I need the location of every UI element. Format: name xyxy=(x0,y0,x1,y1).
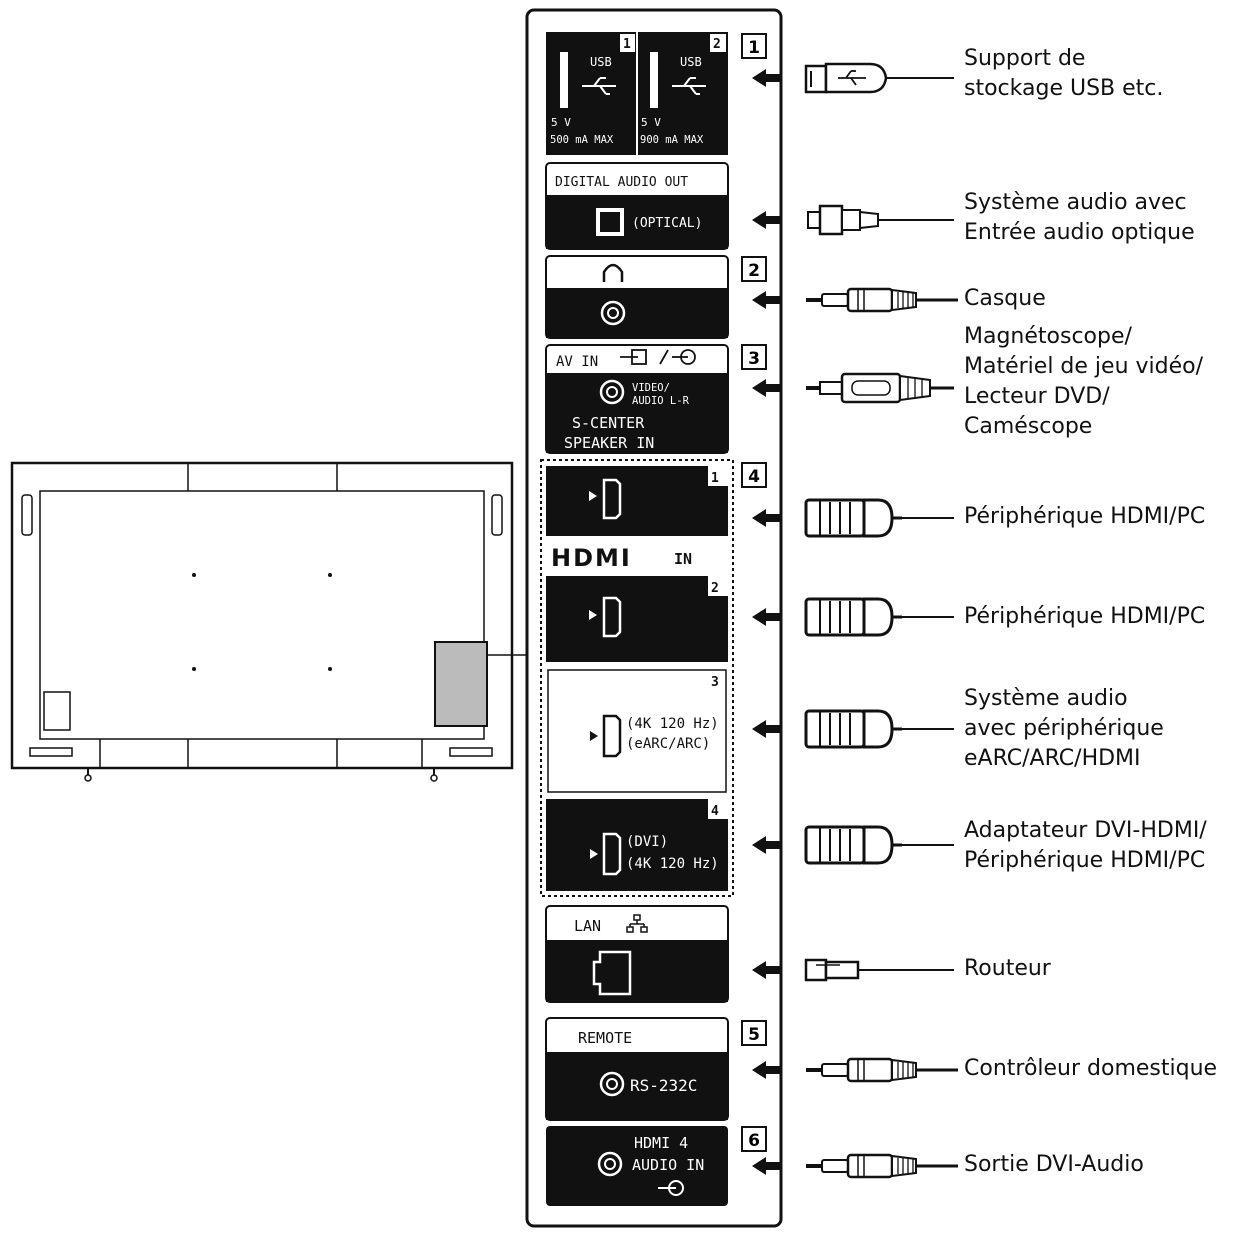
lan-port: LAN xyxy=(545,905,729,1003)
usb-icon xyxy=(582,77,616,95)
hdmi4-cable xyxy=(752,825,954,865)
hdmi1-number: 1 xyxy=(711,471,719,486)
usb2-current: 900 mA MAX xyxy=(640,134,704,146)
label-line: stockage USB etc. xyxy=(964,76,1164,101)
label-line: Magnétoscope/ xyxy=(964,324,1132,349)
callout-5: 5 xyxy=(748,1025,760,1045)
lan-label: LAN xyxy=(574,917,601,935)
hdmi4-number: 4 xyxy=(711,804,719,819)
hdmi4-audio-in-port: HDMI 4 AUDIO IN xyxy=(546,1126,728,1206)
label-line: Adaptateur DVI-HDMI/ xyxy=(964,818,1207,843)
label-line: Périphérique HDMI/PC xyxy=(964,848,1206,873)
headphone-icon xyxy=(602,263,624,282)
label-line: Routeur xyxy=(964,956,1051,981)
label-line: Lecteur DVD/ xyxy=(964,384,1110,409)
remote-label: REMOTE xyxy=(578,1029,632,1047)
hdmi2-cable xyxy=(752,597,954,637)
hdmi3-port: 3 (4K 120 Hz) (eARC/ARC) xyxy=(547,669,727,793)
speaker-in-label: SPEAKER IN xyxy=(564,434,654,452)
network-icon xyxy=(626,914,648,933)
callout-3: 3 xyxy=(748,349,760,369)
hdmi4-audio-label: HDMI 4 xyxy=(634,1134,688,1152)
digital-audio-out-port: DIGITAL AUDIO OUT (OPTICAL) xyxy=(545,162,729,250)
label-line: Contrôleur domestique xyxy=(964,1056,1218,1081)
usb2-number: 2 xyxy=(713,37,721,52)
callout-numbers: 1 2 3 4 5 6 xyxy=(741,33,767,1152)
usb1-current: 500 mA MAX xyxy=(550,134,614,146)
hdmi4-dvi-label: (DVI) xyxy=(626,834,668,850)
label-dvi-audio-out: Sortie DVI-Audio xyxy=(964,1150,1144,1180)
hdmi4-4k-label: (4K 120 Hz) xyxy=(626,856,719,872)
rs232c-cable xyxy=(752,1057,960,1083)
hdmi-logo-text: HDMI xyxy=(551,544,632,572)
label-line: Caméscope xyxy=(964,414,1093,439)
hdmi2-port: 2 xyxy=(546,576,728,662)
usb-icon xyxy=(672,77,706,95)
usb1-label: USB xyxy=(590,55,612,69)
label-av-devices: Magnétoscope/ Matériel de jeu vidéo/ Lec… xyxy=(964,322,1203,442)
rs232c-port: REMOTE RS-232C xyxy=(545,1017,729,1121)
lan-cable xyxy=(752,958,954,982)
usb2-voltage: 5 V xyxy=(641,116,661,129)
video-audio-label-2: AUDIO L-R xyxy=(632,395,690,407)
label-hdmi3-device: Système audio avec périphérique eARC/ARC… xyxy=(964,684,1164,774)
label-line: Système audio avec xyxy=(964,190,1187,215)
callout-6: 6 xyxy=(748,1131,760,1151)
callout-1: 1 xyxy=(748,38,760,58)
callout-4: 4 xyxy=(748,467,760,487)
label-line: Matériel de jeu vidéo/ xyxy=(964,354,1204,379)
hdmi-group xyxy=(540,459,734,897)
label-line: Périphérique HDMI/PC xyxy=(964,604,1206,629)
label-optical-audio: Système audio avec Entrée audio optique xyxy=(964,188,1195,248)
usb-cable xyxy=(752,62,954,94)
usb-ports: USB USB 1 2 5 V 5 V 500 mA MAX 900 mA MA… xyxy=(546,32,728,155)
audio-in-label: AUDIO IN xyxy=(632,1156,704,1174)
usb1-voltage: 5 V xyxy=(551,116,571,129)
label-line: Système audio xyxy=(964,686,1128,711)
av-cable xyxy=(752,372,954,404)
label-line: Support de xyxy=(964,46,1086,71)
input-icon xyxy=(658,1180,684,1196)
label-hdmi1-device: Périphérique HDMI/PC xyxy=(964,502,1205,532)
label-line: Périphérique HDMI/PC xyxy=(964,504,1206,529)
usb1-number: 1 xyxy=(623,37,631,52)
label-line: eARC/ARC/HDMI xyxy=(964,746,1141,771)
hdmi3-number: 3 xyxy=(711,675,719,690)
hdmi1-cable xyxy=(752,498,954,538)
headphone-port xyxy=(545,255,729,339)
label-line: Entrée audio optique xyxy=(964,220,1195,245)
hdmi-logo: HDMI IN xyxy=(551,544,692,572)
s-center-label: S-CENTER xyxy=(572,414,645,432)
label-usb-storage: Support de stockage USB etc. xyxy=(964,44,1163,104)
label-headphone: Casque xyxy=(964,284,1046,314)
label-line: Sortie DVI-Audio xyxy=(964,1152,1144,1177)
rs232c-label: RS-232C xyxy=(630,1076,697,1095)
label-line: Casque xyxy=(964,286,1046,311)
av-in-label: AV IN xyxy=(556,354,598,370)
hdmi4-port: 4 (DVI) (4K 120 Hz) xyxy=(546,799,728,891)
callout-2: 2 xyxy=(748,261,760,281)
label-home-controller: Contrôleur domestique xyxy=(964,1054,1217,1084)
digital-audio-out-label: DIGITAL AUDIO OUT xyxy=(555,175,688,190)
tv-back-view xyxy=(10,461,529,782)
dvi-audio-cable xyxy=(752,1153,960,1179)
hdmi3-4k-label: (4K 120 Hz) xyxy=(626,716,719,732)
label-hdmi4-device: Adaptateur DVI-HDMI/ Périphérique HDMI/P… xyxy=(964,816,1207,876)
optical-cable xyxy=(752,204,954,236)
optical-label: (OPTICAL) xyxy=(632,216,702,231)
input-icon xyxy=(620,349,696,365)
hdmi2-number: 2 xyxy=(711,581,719,596)
label-router: Routeur xyxy=(964,954,1051,984)
label-line: avec périphérique xyxy=(964,716,1164,741)
hdmi-in-label: IN xyxy=(674,550,692,568)
hdmi1-port: 1 xyxy=(546,466,728,536)
hdmi3-earc-label: (eARC/ARC) xyxy=(626,736,710,752)
usb2-label: USB xyxy=(680,55,702,69)
label-hdmi2-device: Périphérique HDMI/PC xyxy=(964,602,1205,632)
av-in-port: AV IN VIDEO/ AUDIO L-R S-CENTER SPEAKER … xyxy=(545,344,729,454)
video-audio-label: VIDEO/ xyxy=(632,382,670,394)
hdmi3-cable xyxy=(752,709,954,749)
headphone-cable xyxy=(752,287,960,313)
